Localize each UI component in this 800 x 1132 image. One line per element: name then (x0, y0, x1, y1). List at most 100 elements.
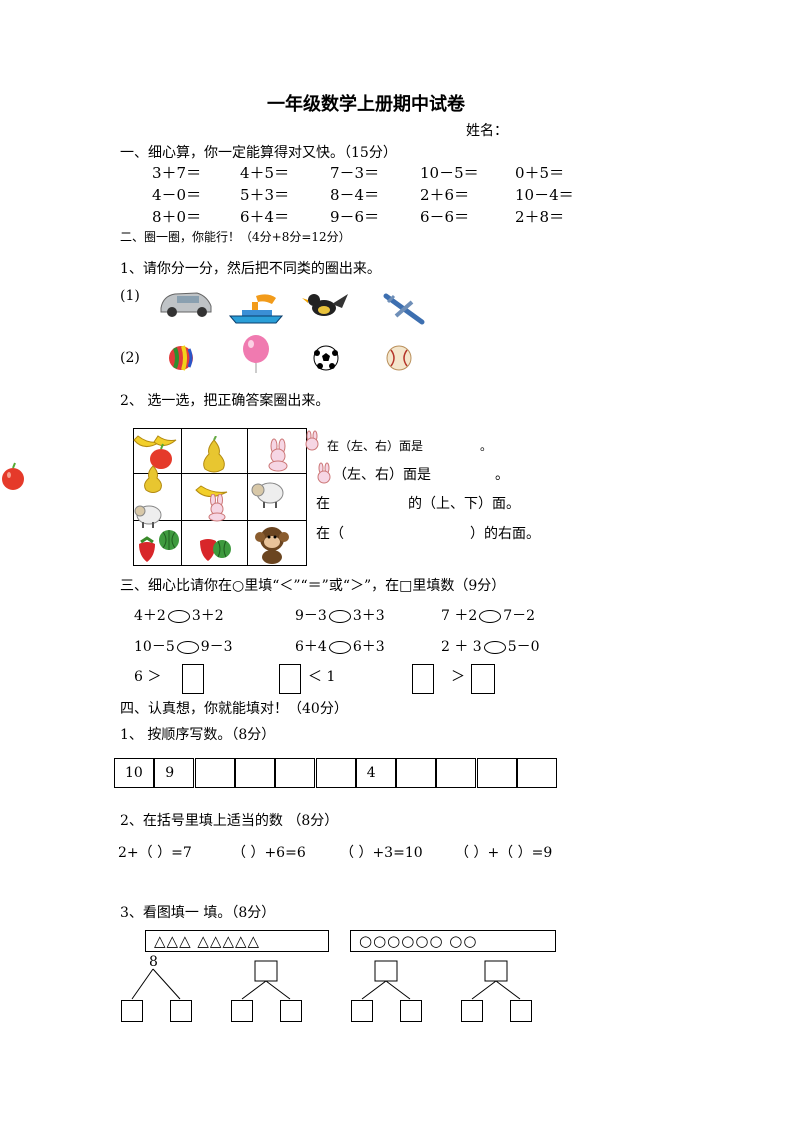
sequence-cell[interactable]: 10 (114, 758, 154, 788)
bond-box[interactable] (510, 1000, 532, 1022)
arithmetic-problem[interactable]: 6＋4＝ (240, 208, 290, 226)
bond-box[interactable] (351, 1000, 373, 1022)
rabbit-icon (208, 494, 226, 522)
fruit-icon (200, 539, 231, 561)
arithmetic-problem[interactable]: 6－6＝ (420, 208, 470, 226)
compare-oval[interactable] (328, 640, 351, 654)
compare-oval[interactable] (176, 640, 199, 654)
rabbit-icon (305, 430, 319, 451)
pear-icon (203, 436, 225, 473)
banana-icon (133, 435, 177, 447)
section-4-q1: 1、 按顺序写数。（8分） (120, 727, 276, 743)
fill-equation[interactable]: （ ）+（ ）=9 (455, 845, 553, 861)
bond-box[interactable] (231, 1000, 253, 1022)
arithmetic-problem[interactable]: 8－4＝ (330, 186, 380, 204)
section-1-heading: 一、细心算，你一定能算得对又快。（15分） (120, 145, 397, 161)
compare-oval[interactable] (479, 609, 502, 623)
fill-equation[interactable]: （ ）+3=10 (340, 845, 423, 861)
sequence-cell[interactable] (396, 758, 437, 788)
sequence-cell[interactable] (517, 758, 557, 788)
sequence-cell[interactable] (476, 758, 517, 788)
soccer-ball-icon (313, 345, 339, 371)
q2-line4-end: ）的右面。 (470, 526, 540, 542)
fill-text: ＜ 1 (308, 669, 336, 685)
arithmetic-problem[interactable]: 10－4＝ (515, 186, 574, 204)
fill-text: ＞ (451, 669, 465, 685)
pear-icon (144, 465, 162, 493)
airplane-icon (383, 293, 425, 325)
compare-oval[interactable] (483, 640, 506, 654)
fill-box[interactable] (182, 664, 204, 694)
rabbit-icon (317, 462, 331, 484)
compare-oval[interactable] (167, 609, 190, 623)
fill-text: 6 ＞ (134, 669, 162, 685)
sequence-cell[interactable] (234, 758, 275, 788)
number-bond-diagram (131, 960, 521, 1000)
sheep-icon (134, 505, 162, 528)
arithmetic-problem[interactable]: 8＋0＝ (152, 208, 202, 226)
apple-icon (150, 443, 172, 469)
section-2-q2: 2、 选一选，把正确答案圈出来。 (120, 393, 330, 409)
apple-icon (2, 462, 24, 490)
bond-box[interactable] (121, 1000, 143, 1022)
arithmetic-problem[interactable]: 3＋7＝ (152, 164, 202, 182)
arithmetic-problem[interactable]: 7－3＝ (330, 164, 380, 182)
striped-ball-icon (169, 345, 193, 371)
fill-box[interactable] (412, 664, 434, 694)
q2-line1-end: 。 (480, 439, 493, 453)
section-3-heading: 三、细心比请你在○里填“＜”“＝”或“＞”，在□里填数（9分） (120, 578, 506, 594)
fill-equation[interactable]: 2+（ ）=7 (118, 845, 192, 861)
q2-line2-end: 。 (495, 467, 509, 483)
arithmetic-problem[interactable]: 10－5＝ (420, 164, 479, 182)
row1-label: (1) (120, 288, 140, 304)
row2-label: (2) (120, 350, 140, 366)
triangles-box: △△△ △△△△△ (145, 930, 329, 952)
compare-oval[interactable] (328, 609, 351, 623)
car-icon (160, 292, 212, 317)
monkey-icon (255, 527, 289, 564)
bond-box[interactable] (461, 1000, 483, 1022)
page-title: 一年级数学上册期中试卷 (267, 94, 465, 115)
arithmetic-problem[interactable]: 4－0＝ (152, 186, 202, 204)
arithmetic-problem[interactable]: 5＋3＝ (240, 186, 290, 204)
sheep-icon (251, 482, 284, 508)
arithmetic-problem[interactable]: 2＋6＝ (420, 186, 470, 204)
section-2-heading: 二、圈一圈，你能行！（4分+8分=12分） (120, 230, 351, 244)
arithmetic-problem[interactable]: 4＋5＝ (240, 164, 290, 182)
q2-line1-text: 在（左、右）面是 (327, 439, 424, 453)
section-4-q2: 2、在括号里填上适当的数 （8分） (120, 813, 339, 829)
section-4-q3: 3、看图填一 填。（8分） (120, 905, 276, 921)
sequence-cell[interactable] (275, 758, 316, 788)
q2-line2-text: （左、右）面是 (333, 467, 431, 483)
fill-box[interactable] (471, 664, 495, 694)
strawberry-icon (139, 536, 155, 562)
section-2-q1: 1、请你分一分，然后把不同类的圈出来。 (120, 261, 381, 277)
ship-icon (228, 294, 284, 324)
arithmetic-problem[interactable]: 2＋8＝ (515, 208, 565, 226)
bond-box[interactable] (400, 1000, 422, 1022)
sequence-cell[interactable] (194, 758, 235, 788)
name-label: 姓名： (466, 123, 508, 139)
arithmetic-problem[interactable]: 9－6＝ (330, 208, 380, 226)
section-4-heading: 四、认真想，你就能填对！（40分） (120, 701, 348, 717)
watermelon-icon (159, 530, 179, 550)
bird-icon (302, 294, 348, 316)
q2-line3-end: 的（上、下）面。 (408, 496, 520, 512)
q2-line4-start: 在（ (316, 526, 344, 542)
bond-box[interactable] (170, 1000, 192, 1022)
fill-equation[interactable]: （ ）+6=6 (232, 845, 306, 861)
sequence-cell[interactable]: 4 (355, 758, 396, 788)
fill-box[interactable] (279, 664, 301, 694)
sequence-cell[interactable]: 9 (154, 758, 195, 788)
baseball-icon (386, 345, 412, 371)
bond-box[interactable] (280, 1000, 302, 1022)
sequence-cell[interactable] (315, 758, 356, 788)
sequence-cell[interactable] (436, 758, 477, 788)
circles-box: ○○○○○○ ○○ (350, 930, 556, 952)
arithmetic-problem[interactable]: 0＋5＝ (515, 164, 565, 182)
